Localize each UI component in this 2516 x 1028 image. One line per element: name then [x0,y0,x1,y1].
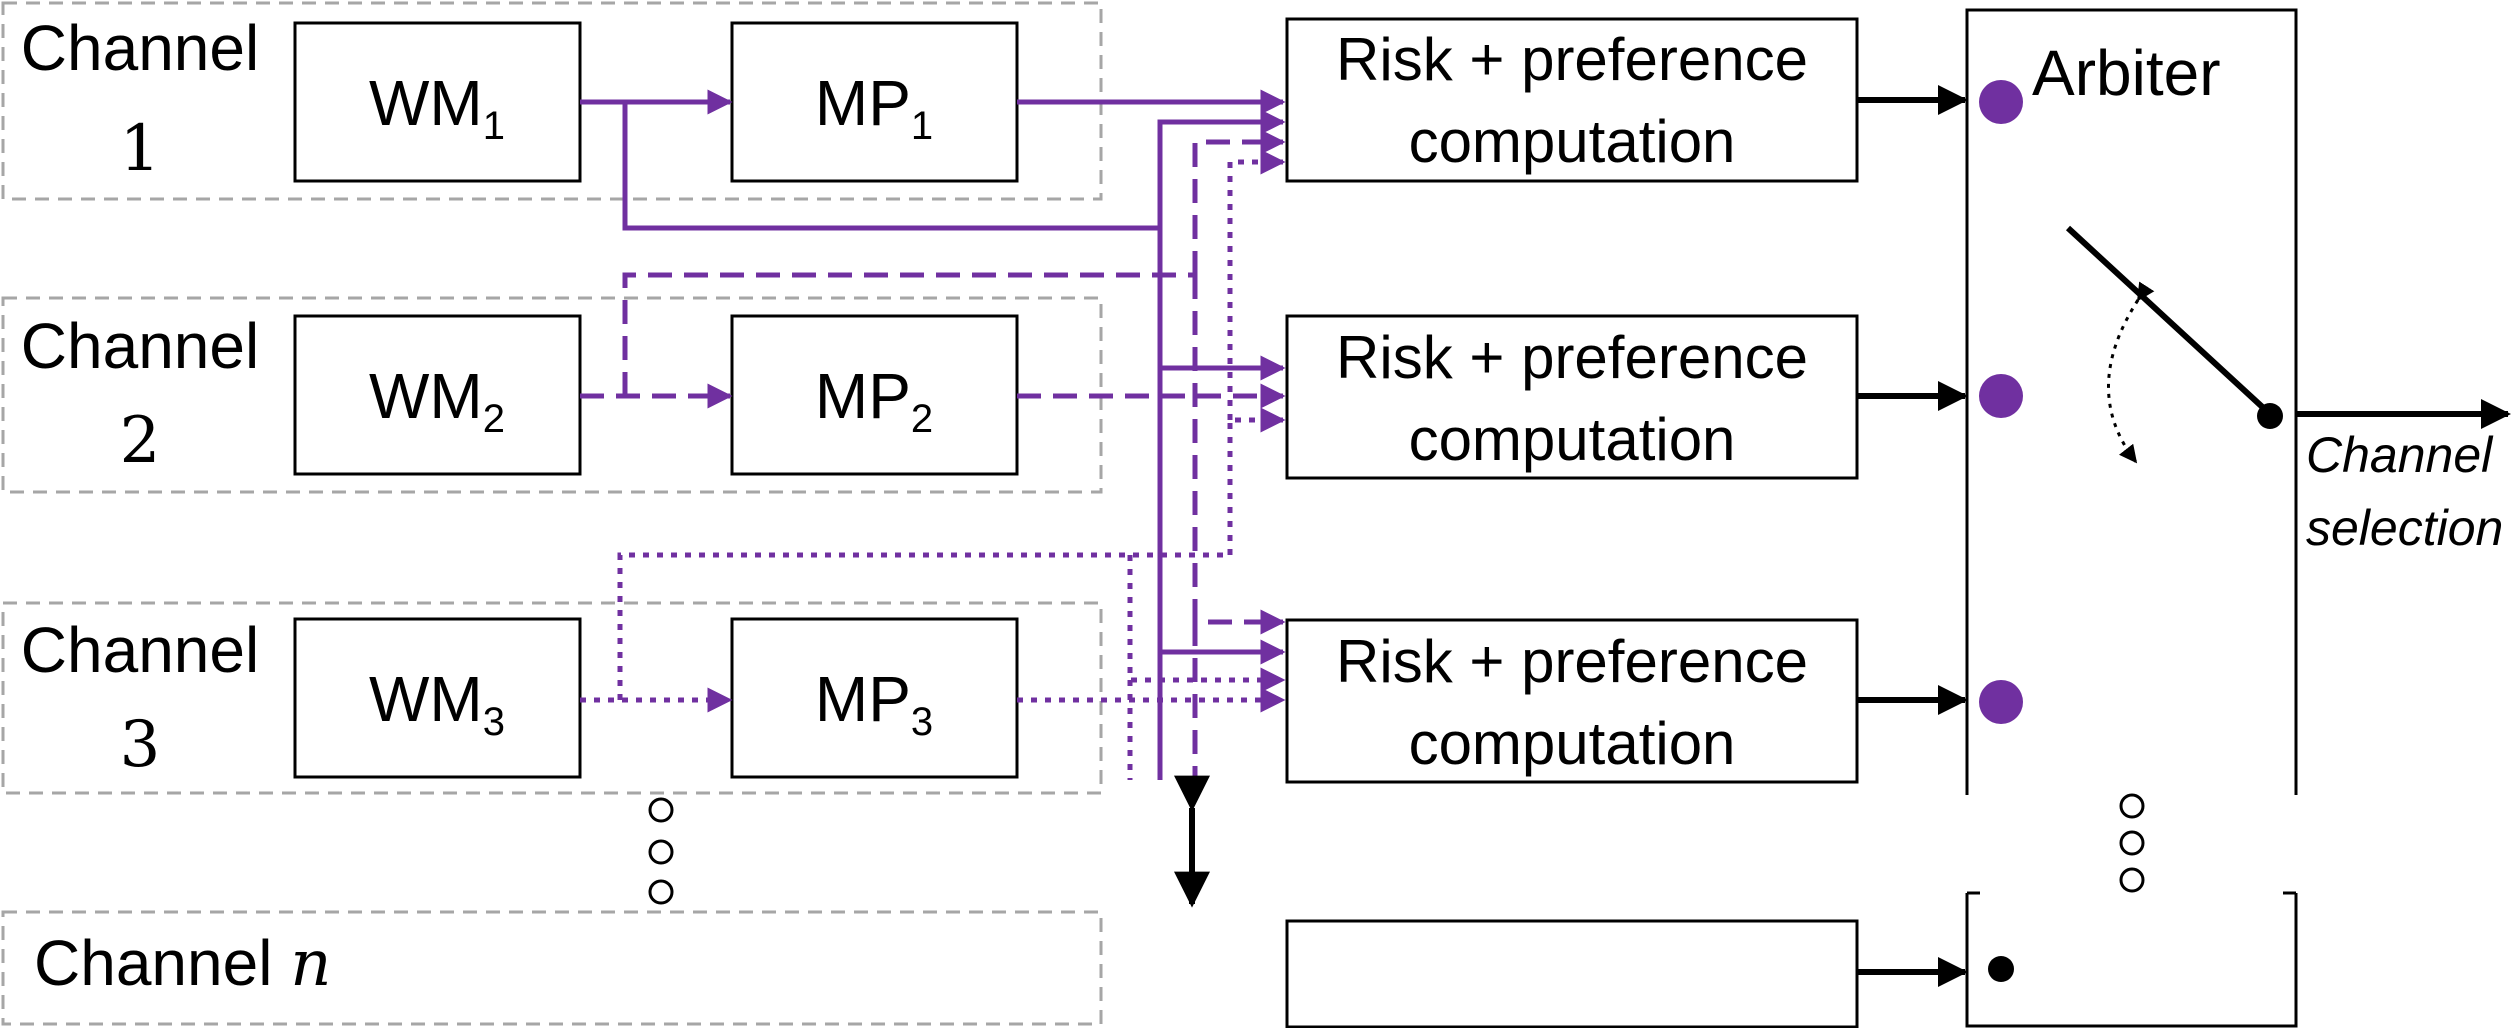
channel-2-connections [580,129,1286,780]
channel-1-index: 1 [120,112,161,186]
arbiter-contact-n [1988,956,2014,982]
arbiter-box-n [1965,893,2298,1028]
mp-1-box [730,21,1019,183]
output-label-line1: Channel [2306,427,2494,483]
risk-box-1-line1: Risk + preference [1336,26,1808,93]
wm-1-label: WM1 [369,67,505,148]
arbiter-contact-2 [1979,374,2023,418]
risk-box-3 [1285,618,1859,784]
channel-2-container [1,296,1103,494]
wm-3-label: WM3 [369,663,505,744]
channel-ellipsis [648,797,674,905]
risk-box-3-line1: Risk + preference [1336,628,1808,695]
arbiter-contact-3 [1979,680,2023,724]
output-label-line2: selection [2306,500,2503,556]
mp-2-label: MP2 [815,360,933,441]
risk-box-3-line2: computation [1409,710,1736,777]
mp-2-box [730,314,1019,476]
wm-1-box [293,21,582,183]
risk-box-2 [1285,314,1859,480]
risk-box-2-line1: Risk + preference [1336,324,1808,391]
wm-2-label: WM2 [369,360,505,441]
risk-box-2-line2: computation [1409,406,1736,473]
switch-lever [2065,225,2273,417]
switch-rotation-arrow [2107,281,2155,464]
channel-2-index: 2 [120,404,161,478]
channel-3-index: 3 [120,708,161,782]
channel-2-label: Channel [21,310,259,382]
wm-2-box [293,314,582,476]
switch-pivot [2257,403,2283,429]
arbiter-input-arrows [1857,85,1968,987]
channel-n-container [1,910,1103,1026]
channel-3-connections [580,149,1286,780]
channel-3-label: Channel [21,614,259,686]
channel-1-label: Channel [21,12,259,84]
arbiter-ellipsis [2119,793,2145,893]
arbiter-contact-1 [1979,80,2023,124]
wm-3-box [293,617,582,779]
mp-3-label: MP3 [815,663,933,744]
channel-n-label: Channel n [34,927,331,1001]
arbiter-title: Arbiter [2032,37,2221,109]
risk-box-n [1285,919,1859,1028]
risk-box-1-line2: computation [1409,108,1736,175]
mp-1-label: MP1 [815,67,933,148]
